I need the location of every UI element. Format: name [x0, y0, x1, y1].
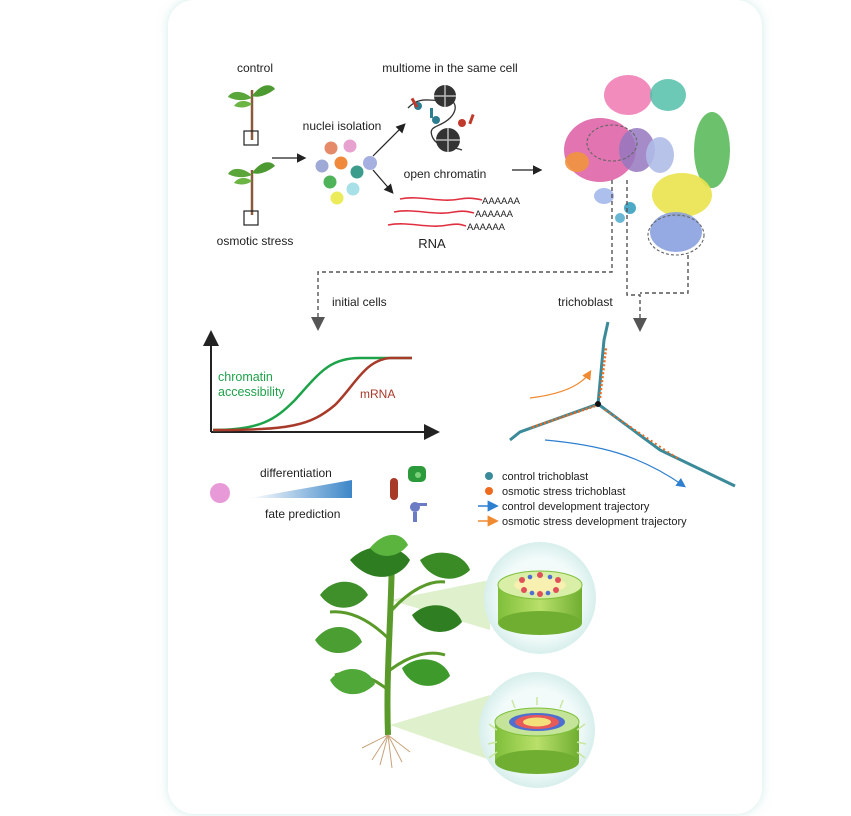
trajectory-plot: [509, 321, 736, 488]
legend-marker-stress: [485, 487, 493, 495]
control-plant: control: [228, 61, 275, 146]
rna-strands: AAAAAA AAAAAA AAAAAA RNA: [387, 196, 521, 251]
legend-label-control: control trichoblast: [502, 471, 588, 483]
rna-label: RNA: [418, 236, 446, 251]
arrow-to-rna: [372, 169, 394, 194]
stress-plant: osmotic stress: [217, 162, 294, 248]
chromatin-curve: [212, 356, 412, 432]
legend-label-stress-trajectory: osmotic stress development trajectory: [502, 516, 687, 528]
legend-label-control-trajectory: control development trajectory: [502, 501, 650, 513]
umap-clusters: [564, 75, 730, 256]
multiome-chromatin: multiome in the same cell open chromatin: [382, 61, 517, 181]
osmotic-stress-label: osmotic stress: [217, 234, 294, 248]
trichoblast-label: trichoblast: [558, 295, 613, 309]
legend-label-stress: osmotic stress trichoblast: [502, 486, 625, 498]
nuclei-isolation-label: nuclei isolation: [303, 119, 382, 133]
dashed-connectors: [311, 180, 689, 332]
nuclei-cluster: nuclei isolation: [303, 119, 382, 205]
multiome-label: multiome in the same cell: [382, 61, 517, 75]
control-label: control: [237, 61, 273, 75]
chromatin-label-1: chromatin: [218, 370, 273, 384]
arrow-to-multiome: [372, 123, 406, 157]
accessibility-plot: chromatin accessibility mRNA: [203, 330, 440, 440]
polyA-tail-1: AAAAAA: [482, 196, 521, 207]
legend-marker-control: [485, 472, 493, 480]
differentiation-label: differentiation: [260, 466, 332, 480]
figure-card: [168, 0, 762, 814]
mrna-curve: [212, 356, 412, 432]
mrna-label: mRNA: [360, 387, 395, 401]
plant-illustration: [315, 534, 490, 769]
stem-cross-section: [484, 542, 596, 654]
root-cross-section: [479, 672, 595, 788]
open-chromatin-label: open chromatin: [404, 167, 487, 181]
trajectory-legend: control trichoblast osmotic stress trich…: [478, 471, 687, 528]
fate-prediction-row: differentiation fate prediction: [210, 466, 427, 522]
initial-cells-label: initial cells: [332, 295, 387, 309]
polyA-tail-2: AAAAAA: [475, 209, 514, 220]
chromatin-label-2: accessibility: [218, 385, 285, 399]
fate-prediction-label: fate prediction: [265, 507, 340, 521]
polyA-tail-3: AAAAAA: [467, 222, 506, 233]
